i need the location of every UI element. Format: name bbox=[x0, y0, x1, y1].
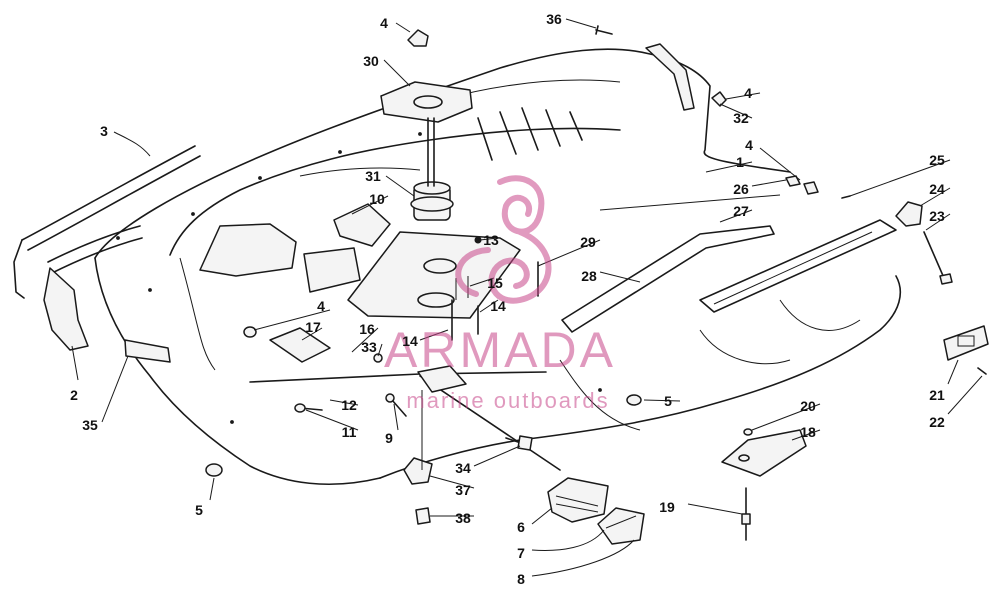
callout-c10: 10 bbox=[369, 191, 385, 207]
callout-c24: 24 bbox=[929, 181, 945, 197]
callout-c13: 13 bbox=[483, 232, 499, 248]
left-brackets bbox=[199, 203, 391, 363]
callout-c4b: 4 bbox=[744, 85, 752, 101]
callout-c14a: 14 bbox=[490, 298, 506, 314]
lower-module bbox=[547, 477, 645, 545]
callout-c30: 30 bbox=[363, 53, 379, 69]
callout-c27: 27 bbox=[733, 203, 749, 219]
callout-c37: 37 bbox=[455, 482, 471, 498]
callout-c4c: 4 bbox=[745, 137, 753, 153]
callout-c2: 2 bbox=[70, 387, 78, 403]
callout-c32: 32 bbox=[733, 110, 749, 126]
callout-c26: 26 bbox=[733, 181, 749, 197]
callout-c16: 16 bbox=[359, 321, 375, 337]
callout-c19: 19 bbox=[659, 499, 675, 515]
callout-c12: 12 bbox=[341, 397, 357, 413]
callout-c9: 9 bbox=[385, 430, 393, 446]
callout-c33: 33 bbox=[361, 339, 377, 355]
watermark-tagline: marine outboards bbox=[406, 388, 609, 413]
callout-c38: 38 bbox=[455, 510, 471, 526]
callout-c4d: 4 bbox=[317, 298, 325, 314]
callout-c21: 21 bbox=[929, 387, 945, 403]
callout-c11: 11 bbox=[342, 424, 357, 440]
callout-c35: 35 bbox=[82, 417, 98, 433]
hood-shell bbox=[94, 48, 902, 486]
callout-c6: 6 bbox=[517, 519, 525, 535]
callout-c20: 20 bbox=[800, 398, 816, 414]
hinge-bracket bbox=[721, 429, 807, 477]
callout-c1: 1 bbox=[736, 154, 744, 170]
callout-c8: 8 bbox=[517, 571, 525, 587]
callout-c5a: 5 bbox=[664, 393, 672, 409]
callout-c4a: 4 bbox=[380, 15, 388, 31]
leader-lines bbox=[71, 18, 983, 577]
callout-c7: 7 bbox=[517, 545, 525, 561]
stay-rod bbox=[249, 365, 561, 471]
callout-c28: 28 bbox=[581, 268, 597, 284]
callout-c31: 31 bbox=[365, 168, 381, 184]
watermark-logo: ARMADA marine outboards bbox=[384, 175, 616, 413]
callout-labels: 1234444556789101112131414151617181920212… bbox=[70, 11, 945, 587]
callout-c3: 3 bbox=[100, 123, 108, 139]
callout-c29: 29 bbox=[580, 234, 596, 250]
callout-c18: 18 bbox=[800, 424, 816, 440]
callout-c17: 17 bbox=[305, 319, 321, 335]
callout-c25: 25 bbox=[929, 152, 945, 168]
callout-c23: 23 bbox=[929, 208, 945, 224]
watermark-brand: ARMADA bbox=[384, 322, 616, 378]
side-trim bbox=[13, 145, 201, 363]
callout-c34: 34 bbox=[455, 460, 471, 476]
callout-c36: 36 bbox=[546, 11, 562, 27]
callout-c5b: 5 bbox=[195, 502, 203, 518]
callout-c14b: 14 bbox=[402, 333, 418, 349]
hardware bbox=[205, 25, 987, 541]
steering-plate-assembly bbox=[380, 29, 473, 221]
callout-c22: 22 bbox=[929, 414, 945, 430]
callout-c15: 15 bbox=[487, 275, 503, 291]
latch-plate bbox=[943, 325, 989, 361]
cross-rails bbox=[561, 201, 923, 333]
